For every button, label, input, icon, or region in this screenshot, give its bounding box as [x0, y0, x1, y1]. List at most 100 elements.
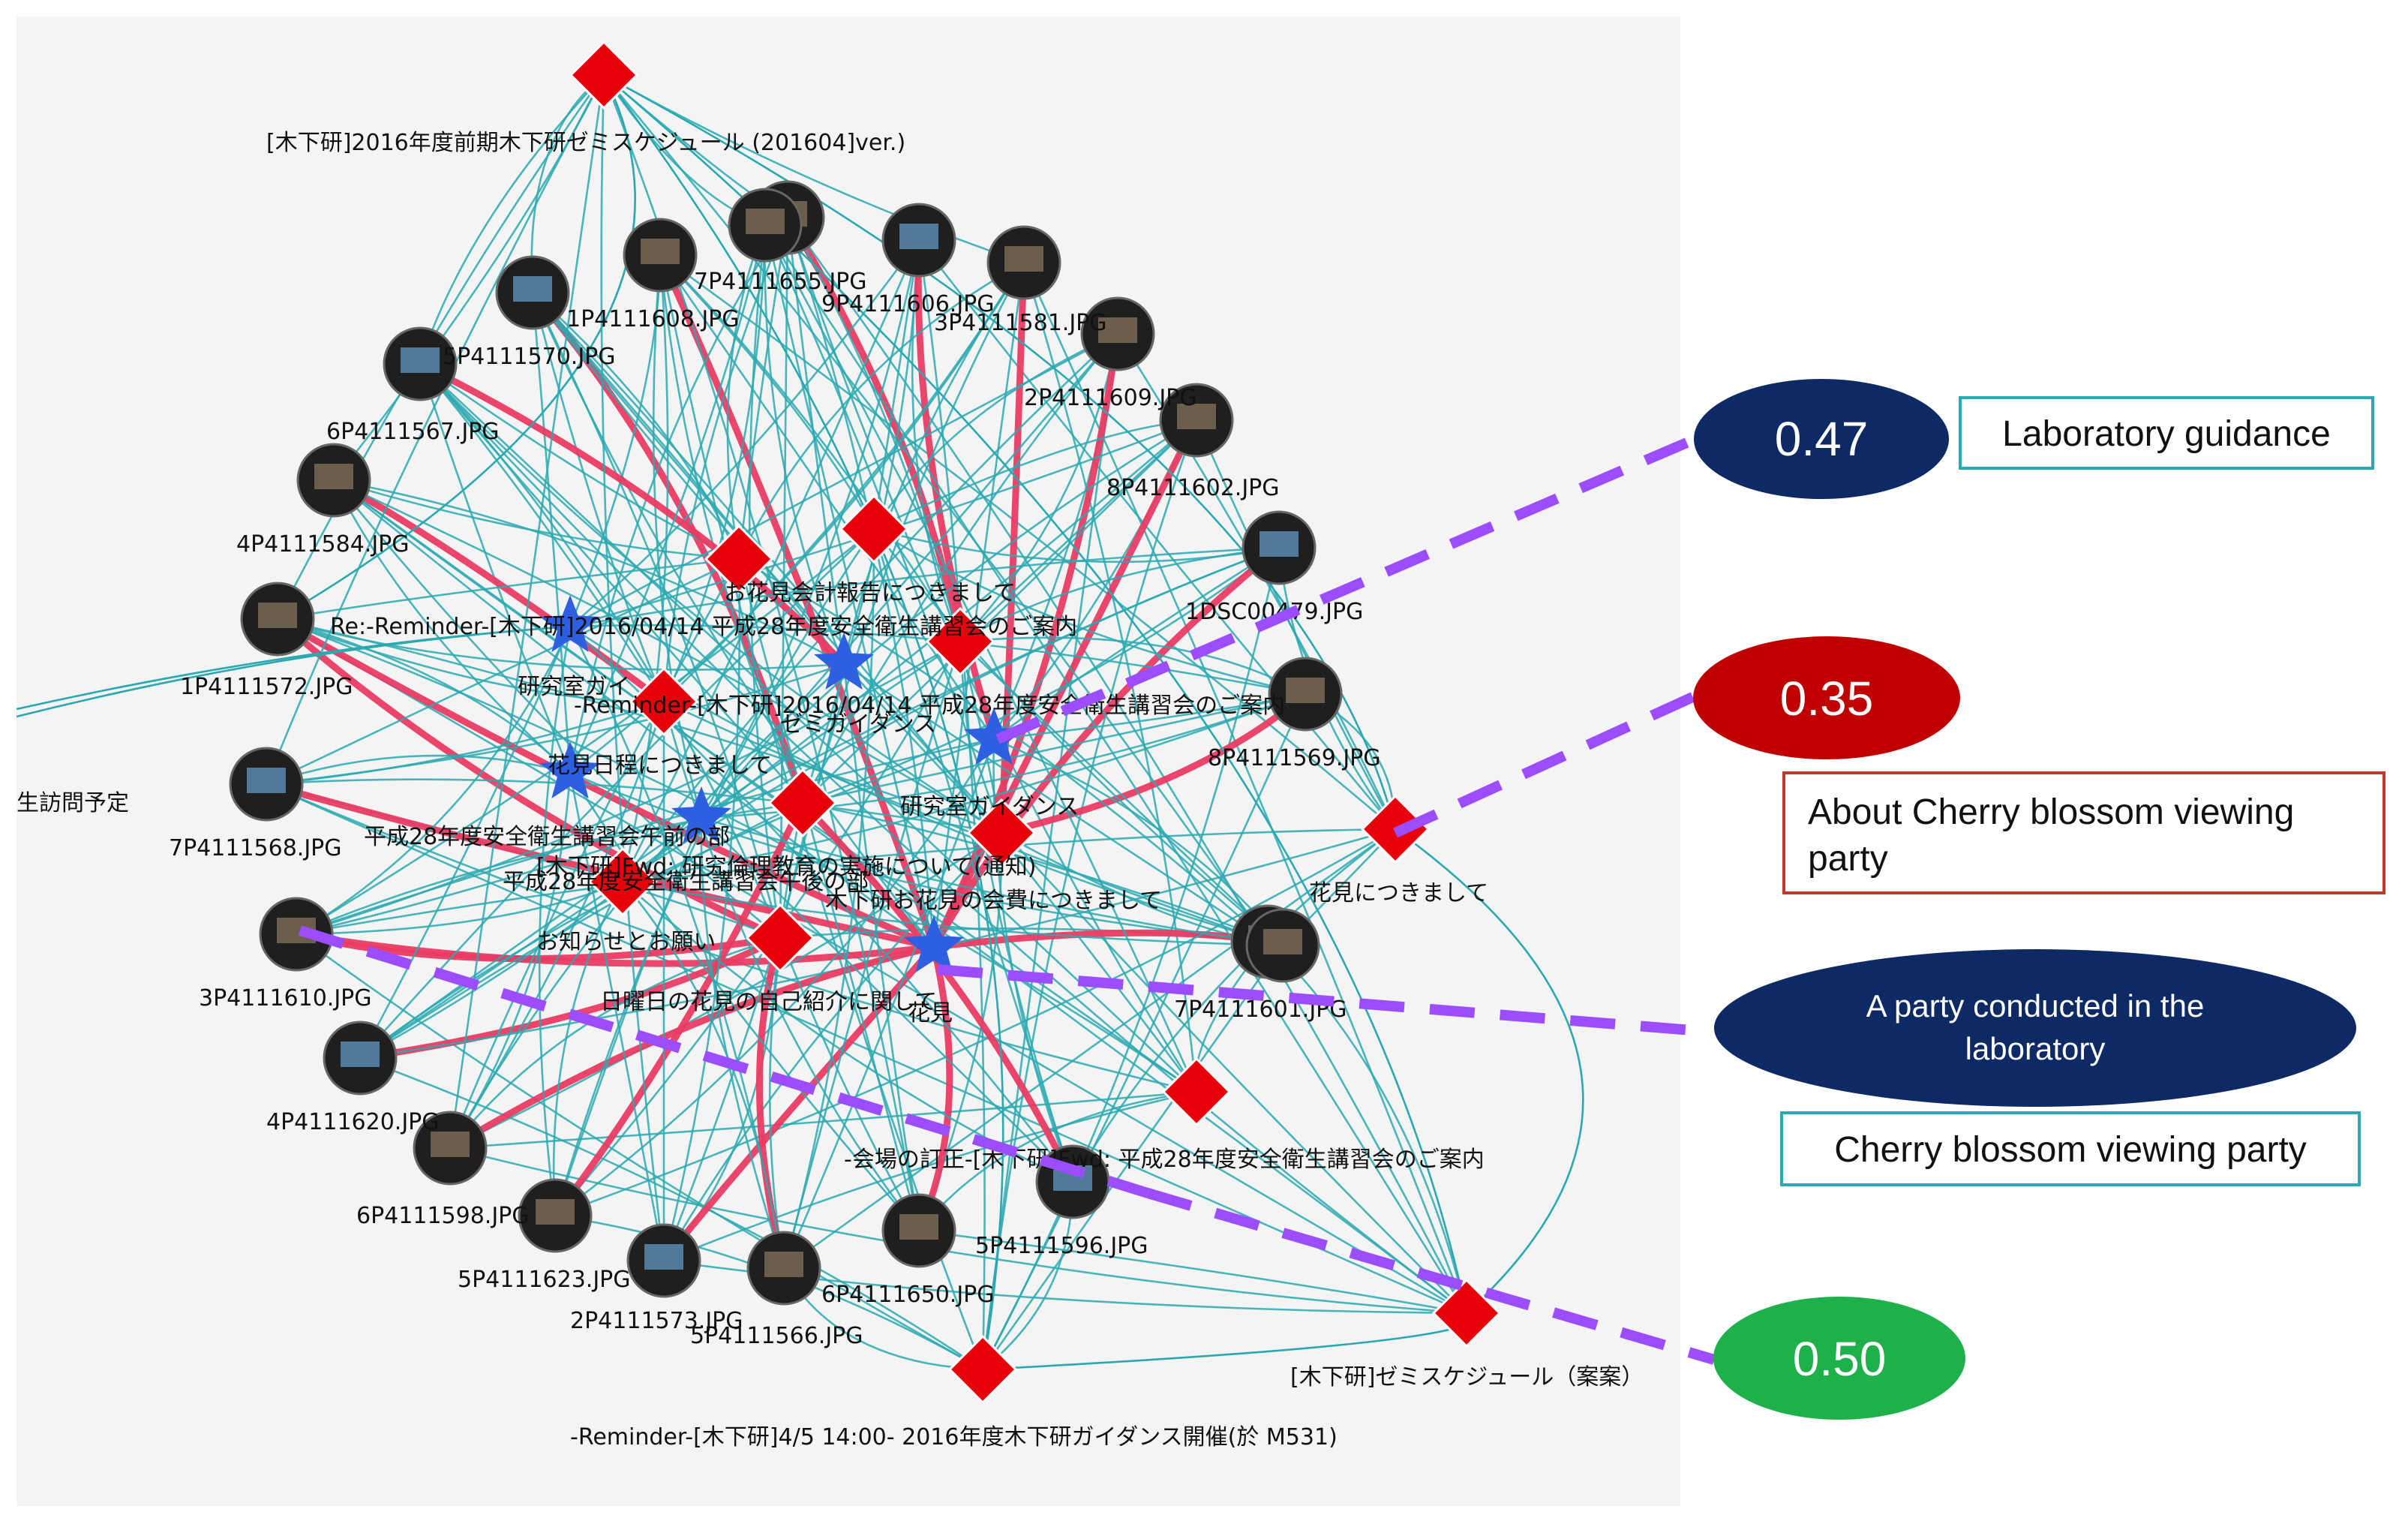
edge-121 [265, 74, 605, 785]
document-node[interactable] [966, 798, 1037, 868]
edge-211 [872, 528, 1074, 1183]
photo-node[interactable] [623, 218, 698, 293]
edge-102 [277, 558, 740, 621]
photo-node[interactable] [746, 1231, 821, 1306]
dashed-link-035 [1393, 689, 1701, 838]
document-node[interactable] [745, 903, 815, 973]
edge-42 [737, 261, 1025, 560]
document-label: -Reminder-[木下研]4/5 14:00- 2016年度木下研ガイダンス… [570, 1424, 1338, 1450]
document-node[interactable] [629, 666, 699, 737]
document-node[interactable] [947, 1334, 1018, 1405]
topic-node[interactable] [814, 633, 874, 690]
photo-node[interactable] [1245, 908, 1320, 983]
edge-159 [359, 626, 572, 1059]
edge-67 [419, 363, 1467, 1315]
edge-layer [16, 74, 1584, 1371]
edge-175 [552, 881, 624, 1216]
photo-label: 2P4111609.JPG [1024, 385, 1197, 411]
edge-221 [726, 224, 767, 560]
photo-thumbnail [314, 464, 353, 489]
edge-50 [932, 262, 1025, 948]
document-label: 研究室ガイ [518, 674, 630, 700]
document-label: 花見につきまして [1309, 880, 1488, 906]
photo-node[interactable] [986, 225, 1061, 300]
photo-thumbnail [899, 224, 938, 249]
label-layer: 生訪問予定 花見 日曜日の花見の自己紹介に関して 平成28年度安全衛生講習会午後… [17, 130, 1644, 1450]
topic-node[interactable] [964, 708, 1024, 765]
edge-192 [782, 641, 962, 1269]
photo-node[interactable] [1159, 383, 1234, 458]
photo-node[interactable] [1268, 657, 1343, 732]
document-node[interactable] [839, 494, 909, 564]
edge-238 [701, 816, 1284, 947]
edge-arc-5 [602, 74, 1004, 1370]
photo-node[interactable] [1242, 510, 1317, 585]
edge-36 [917, 239, 1396, 830]
edge-99 [701, 546, 1280, 819]
photo-thumbnail [1004, 246, 1043, 272]
document-node[interactable] [1431, 1278, 1502, 1348]
edge-182 [662, 558, 741, 1261]
score-text-035: 0.35 [1780, 672, 1874, 726]
edge-202 [737, 558, 920, 1231]
edge-228 [569, 224, 767, 774]
edge-54 [621, 333, 1118, 882]
edge-114 [1000, 691, 1308, 837]
photo-node[interactable] [383, 326, 458, 401]
party-pill-line1: A party conducted in the [1866, 988, 2205, 1024]
photo-node[interactable] [728, 188, 803, 263]
photo-label: 9P4111606.JPG [821, 291, 995, 317]
document-node[interactable] [925, 606, 995, 677]
label-text-party: Cherry blossom viewing party [1834, 1130, 2307, 1170]
photo-node[interactable] [240, 582, 315, 657]
edge-215 [1071, 828, 1396, 1183]
edge-191 [782, 528, 875, 1269]
edge-198 [569, 626, 785, 1269]
document-node[interactable] [767, 768, 838, 838]
photo-label: 5P4111566.JPG [690, 1323, 863, 1349]
label-box-party [1780, 1111, 2361, 1186]
edge-left-1 [16, 625, 571, 711]
photo-node[interactable] [881, 1193, 956, 1268]
document-node[interactable] [704, 524, 774, 594]
edge-117 [981, 693, 1307, 1370]
annotation-050: 0.50 [1713, 1297, 1965, 1420]
photo-node[interactable] [881, 203, 956, 278]
photo-node[interactable] [229, 747, 304, 822]
photo-node[interactable] [495, 255, 570, 330]
edge-226 [764, 224, 1468, 1314]
annotation-035: 0.35 About Cherry blossom viewing party [1693, 636, 2385, 894]
edge-193 [768, 802, 804, 1269]
document-label: お花見会計報告につきまして [724, 580, 1016, 606]
label-box-035 [1782, 771, 2385, 894]
photo-node[interactable] [296, 443, 371, 518]
edge-180 [554, 817, 703, 1216]
photo-node[interactable] [323, 1021, 398, 1096]
photo-thumbnail [536, 1199, 575, 1225]
photo-node[interactable] [626, 1223, 701, 1298]
edge-112 [959, 636, 1306, 696]
photo-node[interactable] [518, 1178, 593, 1253]
photo-node[interactable] [413, 1111, 488, 1186]
photo-label: 5P4111570.JPG [443, 344, 616, 370]
edge-209 [569, 772, 920, 1231]
topic-node[interactable] [540, 741, 600, 798]
edge-90 [333, 479, 935, 948]
dashed-link-party [937, 964, 1711, 1037]
photo-label: 5P4111623.JPG [458, 1267, 631, 1293]
edge-148 [1267, 941, 1468, 1314]
document-label: お知らせとお願い [536, 929, 716, 955]
document-node[interactable] [1161, 1057, 1232, 1127]
photo-thumbnail [258, 603, 297, 628]
document-node[interactable] [569, 40, 639, 110]
edge-230 [872, 528, 1284, 946]
topic-node[interactable] [671, 786, 731, 843]
photo-node[interactable] [1080, 296, 1155, 371]
edge-174 [552, 801, 806, 1218]
edge-111 [873, 528, 1306, 696]
edge-106 [277, 618, 1197, 1093]
topic-node[interactable] [904, 915, 964, 972]
topic-node[interactable] [540, 595, 600, 652]
edge-arc-3 [982, 1312, 1473, 1371]
document-node[interactable] [587, 846, 658, 917]
